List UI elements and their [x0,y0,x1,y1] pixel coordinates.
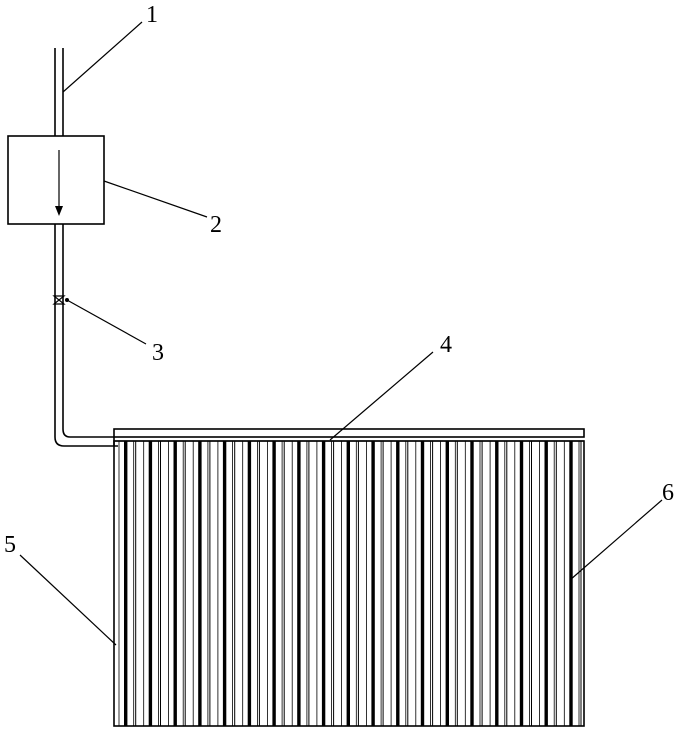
tube [243,441,260,726]
leader-3 [67,300,146,344]
tube [169,441,186,726]
flow-arrow-head [55,206,63,216]
tube [416,441,433,726]
tube [342,441,359,726]
tube [193,441,210,726]
leader-1 [63,22,142,92]
tube [144,441,161,726]
inlet-pipe [55,48,63,136]
tube [490,441,507,726]
tube [441,441,458,726]
tube [119,441,136,726]
tube [218,441,235,726]
tank-box [8,136,104,224]
leader-lines [20,22,662,645]
tube [267,441,284,726]
leader-4 [330,352,433,440]
tube [391,441,408,726]
label-2: 2 [210,212,222,238]
tube [317,441,334,726]
label-4: 4 [440,332,452,358]
collector-panel [114,441,584,726]
tube [366,441,383,726]
label-5: 5 [4,532,16,558]
tube [540,441,557,726]
leader-5 [20,555,116,645]
outlet-pipe [55,224,118,446]
tube [292,441,309,726]
label-6: 6 [662,480,674,506]
label-1: 1 [146,2,158,28]
tube [515,441,532,726]
valve [54,296,69,304]
leader-2 [104,181,207,217]
tube [465,441,482,726]
tube [564,441,581,726]
label-3: 3 [152,340,164,366]
